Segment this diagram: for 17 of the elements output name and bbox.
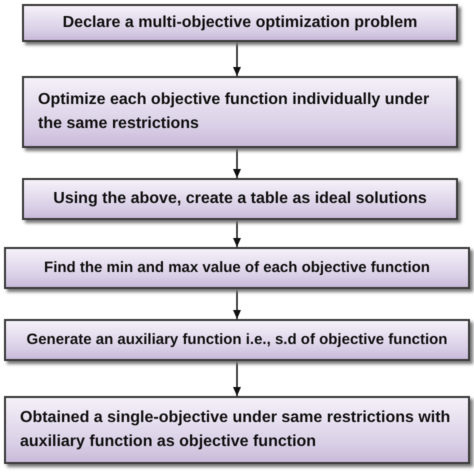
step-text: Obtained a single-objective under same restrictions with auxiliary function as objective function — [20, 408, 452, 452]
process-box — [22, 76, 458, 148]
process-box — [22, 4, 458, 42]
process-box — [4, 319, 470, 361]
process-box — [22, 178, 458, 220]
step-text: Generate an auxiliary function i.e., s.d of objective function — [26, 330, 448, 350]
step-text: Optimize each objective function individually under the same restrictions — [38, 90, 430, 134]
arrow — [233, 220, 241, 247]
step-text: Find the min and max value of each objective function — [44, 258, 430, 278]
step-text: Declare a multi-objective optimization problem — [62, 13, 418, 33]
process-box — [4, 396, 470, 464]
arrow — [233, 42, 241, 76]
arrow — [233, 148, 241, 178]
arrow — [233, 289, 241, 319]
step-text: Using the above, create a table as ideal solutions — [53, 189, 427, 209]
process-box — [4, 247, 470, 289]
arrow — [233, 361, 241, 396]
